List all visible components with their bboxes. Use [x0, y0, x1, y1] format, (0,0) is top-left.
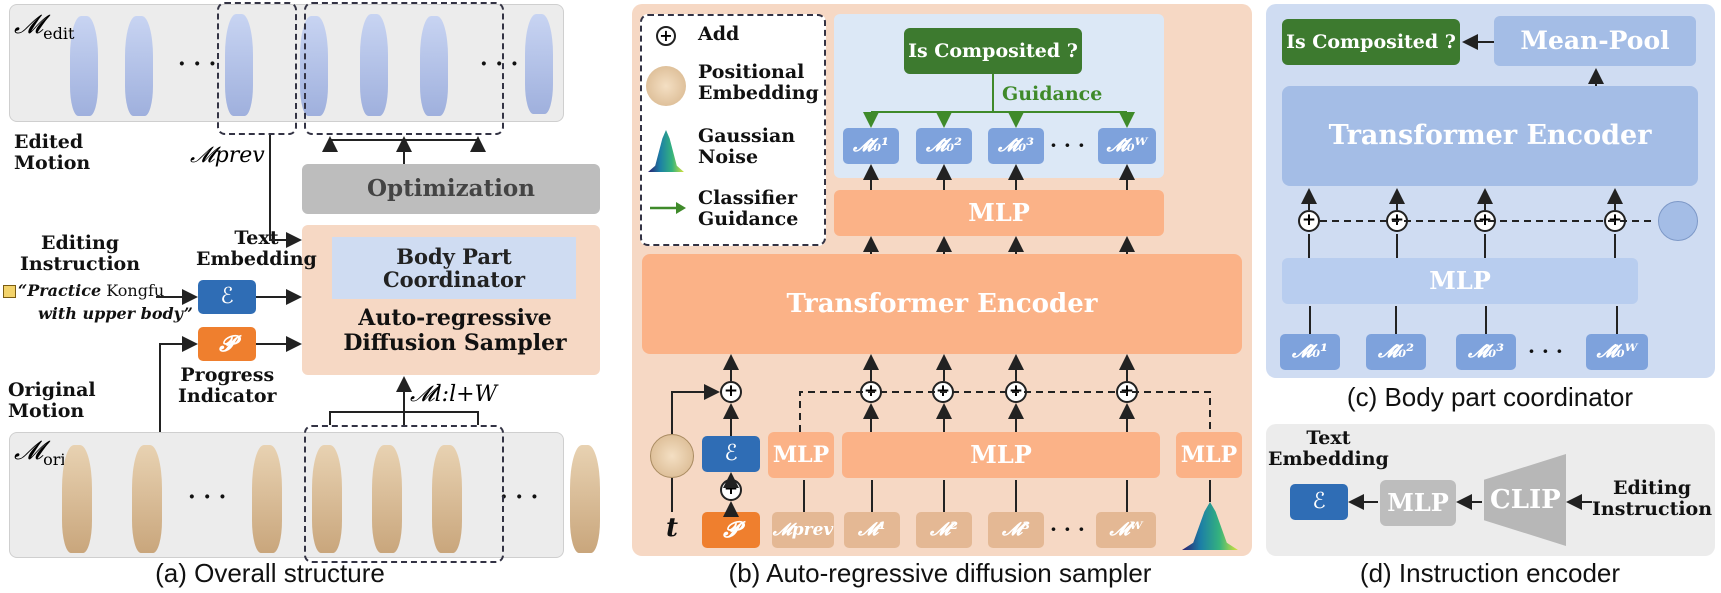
- edited-motion-strip: [9, 4, 564, 122]
- text-encoder-box: ℰ: [198, 280, 256, 314]
- is-composited-box: Is Composited ?: [1282, 19, 1460, 65]
- add-icon: +: [656, 26, 676, 46]
- m-prev-label: 𝓜prev: [190, 143, 265, 168]
- guidance-arrow-icon: [650, 202, 686, 214]
- edited-figure: [525, 14, 553, 114]
- ellipsis: · · ·: [1050, 133, 1085, 157]
- input-token: 𝓜̂₀¹: [1280, 334, 1340, 370]
- t-label: t: [666, 513, 679, 543]
- ellipsis: · · ·: [178, 51, 217, 77]
- input-token: 𝓜prev: [772, 512, 834, 548]
- edited-figure: [360, 14, 388, 116]
- mean-pool-box: Mean-Pool: [1494, 16, 1696, 66]
- mlp-top: MLP: [834, 190, 1164, 236]
- legend-add-label: Add: [698, 23, 740, 45]
- window-dashed-top: [304, 2, 504, 135]
- mlp-left: MLP: [768, 432, 834, 478]
- legend-pos-label: Positional Embedding: [698, 61, 819, 105]
- add-icon: +: [720, 381, 742, 403]
- text-encoder-box: ℰ: [702, 436, 760, 472]
- progress-box: 𝓟: [198, 327, 256, 361]
- output-token: 𝓜̃₀³: [988, 128, 1044, 164]
- clip-label: CLIP: [1490, 485, 1561, 515]
- panel-d-arrows: [1348, 494, 1592, 510]
- instruction-quote: with upper body”: [38, 304, 193, 323]
- m-ori-label: 𝓜ori: [14, 436, 66, 470]
- mlp-right: MLP: [1176, 432, 1242, 478]
- optimization-box: Optimization: [302, 164, 600, 214]
- panel-b-arrows: [671, 74, 1211, 517]
- panel-a-arrows: [156, 135, 486, 432]
- text-embedding-label: Text Embedding: [1268, 427, 1389, 471]
- text-embedding-label: Text Embedding: [196, 227, 317, 271]
- transformer-encoder-c: Transformer Encoder: [1282, 86, 1698, 186]
- instruction-quote: “Practice Kongfu: [18, 281, 165, 300]
- output-token: 𝓜̃₀²: [916, 128, 972, 164]
- original-motion-strip: [9, 432, 564, 558]
- original-figure: [432, 445, 462, 553]
- edited-motion-label: Edited Motion: [14, 131, 91, 175]
- original-motion-label: Original Motion: [8, 379, 96, 423]
- ellipsis: · · ·: [500, 484, 539, 510]
- mlp-c: MLP: [1282, 258, 1638, 304]
- original-figure: [62, 445, 92, 553]
- output-token: 𝓜̃₀¹: [843, 128, 899, 164]
- output-token: 𝓜̃₀ᵂ: [1098, 128, 1156, 164]
- original-figure: [132, 445, 162, 553]
- edited-figure: [225, 14, 253, 116]
- input-token: 𝓜¹: [844, 512, 900, 548]
- sampler-label: Auto-regressive Diffusion Sampler: [343, 305, 567, 356]
- transformer-encoder-b: Transformer Encoder: [642, 254, 1242, 354]
- m-edit-label: 𝓜edit: [14, 10, 75, 44]
- positional-embedding-icon: [646, 66, 686, 106]
- guidance-label: Guidance: [1002, 83, 1103, 105]
- caption-b: (b) Auto-regressive diffusion sampler: [728, 558, 1152, 588]
- body-part-coordinator-box: Body Part Coordinator: [332, 237, 576, 299]
- edited-figure: [420, 16, 448, 116]
- input-token: 𝓜̂₀ᵂ: [1586, 334, 1648, 370]
- input-token: 𝓜³: [988, 512, 1044, 548]
- editing-instruction-label: Editing Instruction: [20, 232, 141, 276]
- caption-a: (a) Overall structure: [155, 558, 385, 588]
- mlp-d: MLP: [1380, 480, 1456, 526]
- window-dashed-bottom: [304, 425, 504, 563]
- original-figure: [252, 445, 282, 553]
- add-icon: +: [1298, 210, 1320, 232]
- text-encoder-box: ℰ: [1290, 484, 1348, 520]
- legend-guidance-label: Classifier Guidance: [698, 187, 799, 231]
- original-figure: [312, 445, 342, 553]
- ellipsis: · · ·: [1528, 339, 1563, 363]
- editing-instruction-label: Editing Instruction: [1592, 477, 1713, 521]
- caption-d: (d) Instruction encoder: [1359, 558, 1621, 588]
- input-token: 𝓜̂₀³: [1456, 334, 1516, 370]
- progress-indicator-label: Progress Indicator: [178, 364, 277, 408]
- note-icon: [3, 285, 16, 298]
- window-label: 𝓜l:l+W: [410, 382, 498, 407]
- input-token: 𝓜²: [916, 512, 972, 548]
- input-token: 𝓜̂₀²: [1366, 334, 1426, 370]
- ellipsis: · · ·: [480, 51, 519, 77]
- ellipsis: · · ·: [1050, 517, 1085, 541]
- original-figure: [372, 445, 402, 553]
- original-figure: [570, 445, 600, 553]
- edited-figure: [125, 16, 153, 116]
- ellipsis: · · ·: [188, 484, 227, 510]
- edited-figure: [70, 16, 98, 116]
- legend-noise-label: Gaussian Noise: [698, 125, 796, 169]
- positional-embedding-icon: [1658, 201, 1698, 241]
- positional-embedding-icon: [650, 434, 694, 478]
- progress-box: 𝓟: [702, 512, 760, 548]
- caption-c: (c) Body part coordinator: [1346, 382, 1634, 412]
- is-composited-box: Is Composited ?: [904, 28, 1082, 74]
- panel-c-arrows: [1301, 34, 1656, 334]
- input-token: 𝓜ᵂ: [1096, 512, 1156, 548]
- mlp-mid: MLP: [842, 432, 1160, 478]
- prev-window-dashed: [217, 2, 297, 135]
